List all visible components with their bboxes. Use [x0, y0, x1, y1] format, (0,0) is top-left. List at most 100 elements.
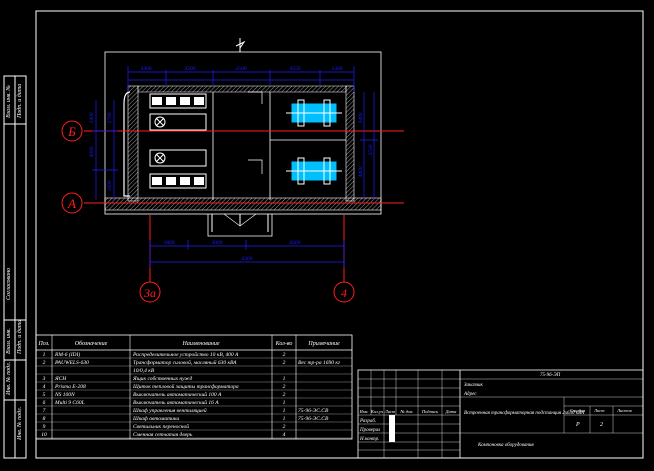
transformer-top	[286, 99, 342, 127]
stamp-role-label: Проверил	[359, 428, 380, 433]
spec-cell: Multi 9 C60L	[54, 400, 85, 406]
side-label-4: Взам. инв.	[6, 328, 12, 354]
stamp-footer: Компоновка оборудования	[477, 443, 534, 448]
dim-top-1: 3300	[140, 66, 152, 72]
transformer-bottom	[286, 157, 342, 185]
door-1	[248, 91, 263, 104]
spec-header-cell: Примечание	[307, 341, 340, 347]
dim-bottom-total: 6300	[242, 256, 253, 262]
entrance-pit	[207, 214, 273, 237]
axis-bubble-4	[333, 281, 355, 303]
spec-cell: 2	[283, 424, 286, 430]
dim-bottom-1: 1800	[164, 240, 175, 246]
spec-cell: 2	[283, 360, 286, 366]
spec-cell: 75-96-ЭС.СВ	[298, 416, 329, 422]
side-label-5: Подп. и дата	[16, 320, 23, 355]
side-label-6: Инв. № подл.	[5, 362, 12, 396]
spec-cell: 6	[43, 400, 46, 406]
spec-cell: 1	[283, 376, 286, 382]
building-outline	[104, 51, 382, 215]
spec-cell: 4	[283, 431, 286, 438]
axis-label-b: Б	[67, 124, 76, 139]
side-label-2: Подп. и дата	[16, 84, 23, 119]
spec-cell: Prisma E-208	[54, 384, 86, 390]
stamp-customer: Заказчик	[464, 383, 483, 388]
stamp-col-header: Подпись	[421, 409, 438, 414]
axis-label-4: 4	[341, 286, 347, 300]
spec-cell: Трансформатор силовой, масляный 630 кВА	[133, 359, 237, 366]
stamp-code: 75-96-ЭП	[540, 373, 561, 378]
spec-cell: 75-96-ЭС.СВ	[298, 408, 329, 414]
stamp-stage-value: Р	[575, 422, 580, 428]
floor-slab	[104, 197, 382, 211]
switchgear-rm6-top	[149, 93, 207, 131]
spec-cell: Вес тр-ра 1690 кг	[298, 360, 341, 366]
dim-bottom-2: 3000	[211, 240, 223, 246]
stamp-role-label: Н.контр.	[359, 437, 379, 442]
dim-left-3: 2700	[107, 112, 113, 123]
spec-cell: 2	[283, 352, 286, 358]
spec-cell: NS 100N	[54, 392, 75, 398]
spec-cell: 4	[43, 383, 46, 390]
spec-cell: ЯСН	[54, 376, 67, 382]
spec-header-cell: Наименование	[181, 341, 219, 347]
spec-cell: 1	[283, 400, 286, 406]
floor-plan: Б А 3а 4	[61, 38, 404, 303]
spec-cell: Светильник переносной	[133, 423, 189, 430]
stamp-address: Адрес	[463, 392, 477, 397]
axis-bubble-b	[61, 120, 83, 142]
dimension-lines	[92, 66, 378, 268]
dim-left-2: 4000	[88, 146, 95, 157]
left-binding-strip: Взам. инв. № Подп. и дата Согласовано Вз…	[3, 75, 27, 459]
right-wall	[345, 85, 355, 202]
spec-cell: 3	[42, 376, 46, 382]
dim-bottom-3: 6600	[290, 240, 301, 246]
side-label-7: Инв. № подл.	[16, 407, 23, 441]
stamp-sheets-label: Листов	[616, 408, 632, 413]
spec-cell: 8	[43, 416, 46, 422]
spec-cell: Шкаф автоматики	[132, 415, 179, 422]
spec-cell: 5	[43, 392, 46, 398]
spec-cell: 10/0,4 кВ	[133, 367, 155, 374]
spec-header-cell: Кол-во	[275, 341, 293, 347]
axis-label-3a: 3а	[143, 286, 156, 300]
spec-cell: Выключатель автоматический 16 А	[133, 399, 219, 406]
dim-top-4: 4550	[290, 65, 301, 72]
axis-bubble-a	[61, 192, 83, 214]
spec-cell: 2	[283, 392, 286, 398]
spec-cell: Распределительное устройство 10 кВ, 400 …	[132, 351, 239, 358]
spec-cell: Щиток тепловой защиты трансформатора	[132, 383, 239, 390]
dim-right-3: 2500	[368, 144, 374, 155]
stamp-title: Встроенная трансформаторная подстанция 2…	[464, 411, 585, 416]
signature-block	[389, 415, 395, 442]
dim-top-2: 3200	[184, 66, 196, 72]
spec-cell: 10	[41, 432, 47, 438]
side-label-3: Согласовано	[6, 268, 12, 300]
stamp-stage-label: Стадия	[570, 408, 585, 413]
axis-label-a: А	[67, 196, 76, 211]
dim-top-3: 2500	[236, 66, 247, 72]
sheet-frame	[35, 10, 644, 459]
left-wall	[127, 85, 139, 202]
dim-right-2: 4400	[357, 166, 364, 177]
spec-cell: 1	[283, 416, 286, 422]
spec-cell: PAUWELS-630	[54, 360, 89, 366]
spec-cell: Выключатель автоматический 100 А	[133, 391, 222, 398]
spec-cell: 2	[43, 360, 46, 366]
switchgear-rm6-bottom	[149, 149, 207, 189]
dimension-labels: 3300 3200 2500 4550 1300 1800 3000 6600 …	[88, 65, 374, 262]
dim-right-1: 3400	[357, 112, 364, 124]
dim-left-1: 2400	[88, 112, 95, 123]
side-label-1: Взам. инв. №	[6, 85, 12, 118]
spec-cell: Шкаф управления вентиляцией	[132, 407, 207, 414]
stamp-col-header: Лист	[384, 409, 396, 414]
spec-header-cell: Поз.	[37, 341, 49, 347]
dim-top-5: 1300	[332, 66, 343, 72]
top-wall	[137, 85, 347, 93]
stamp-col-header: Дата	[445, 409, 457, 414]
stamp-sheet-value: 2	[600, 422, 603, 428]
